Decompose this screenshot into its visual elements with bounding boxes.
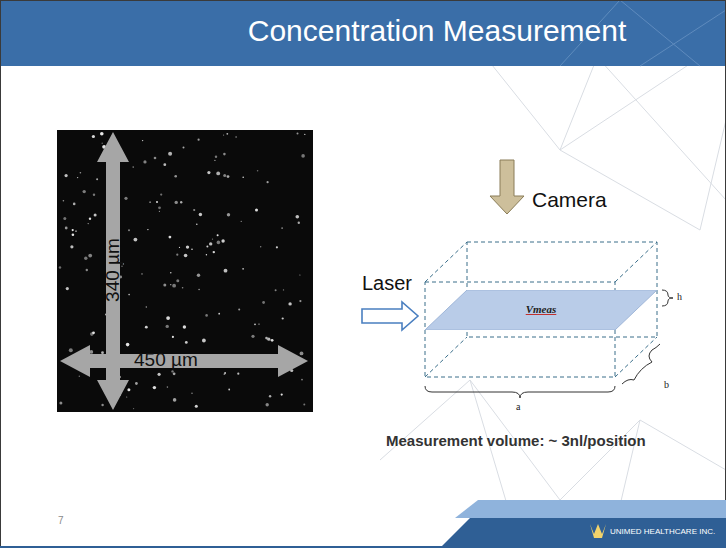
background-lines — [380, 0, 726, 548]
title-band — [0, 0, 726, 66]
laser-label: Laser — [362, 272, 412, 295]
dimension-letter: h — [677, 291, 682, 302]
micrograph — [57, 130, 313, 412]
measurement-box — [425, 242, 657, 377]
dimension-label: 450 µm — [134, 349, 198, 371]
dimension-label: 340 µm — [102, 238, 124, 302]
measurement-plane: Vmeas — [425, 290, 657, 330]
camera-label: Camera — [532, 188, 607, 212]
dimension-brace — [425, 290, 673, 398]
dimension-arrow — [60, 345, 308, 377]
company-name: UNIMED HEALTHCARE INC. — [610, 527, 715, 536]
footer-line — [0, 546, 726, 548]
volume-symbol: Vmeas — [425, 303, 657, 315]
footer-accent — [455, 500, 726, 518]
logo-icon — [590, 524, 606, 538]
dimension-letter: a — [516, 401, 520, 412]
dimension-arrow — [97, 132, 129, 410]
laser-arrow — [362, 302, 418, 330]
page-number: 7 — [58, 515, 64, 526]
camera-arrow — [490, 160, 524, 214]
dimension-letter: b — [664, 379, 669, 390]
slide-title: Concentration Measurement — [0, 14, 726, 48]
volume-note: Measurement volume: ~ 3nl/position — [386, 432, 646, 449]
footer-bar — [440, 518, 726, 548]
